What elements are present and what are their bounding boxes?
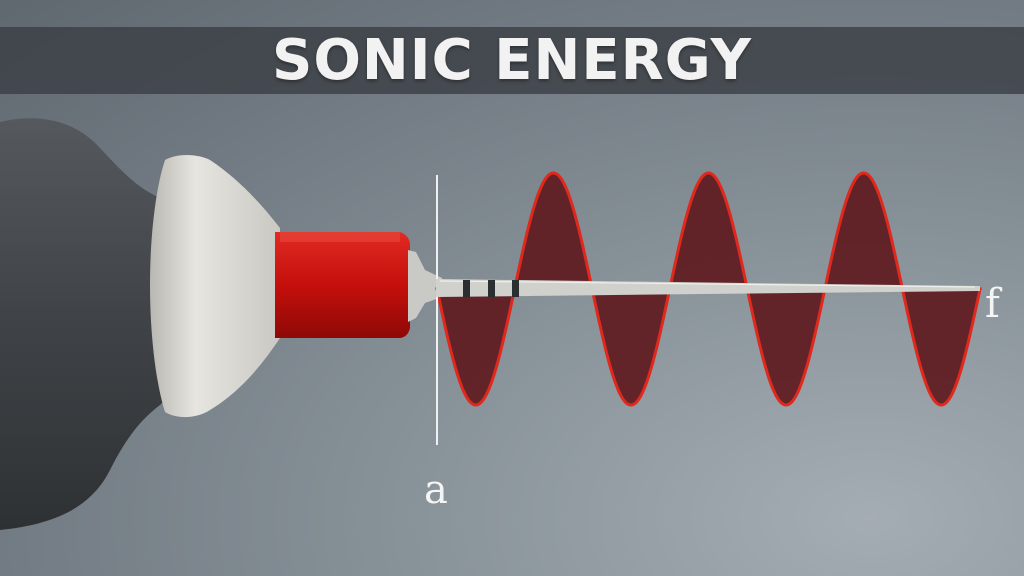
label-a: a (424, 467, 448, 513)
handpiece-body (0, 118, 175, 530)
red-tip-block (275, 232, 410, 338)
file-shaft-highlight (439, 280, 976, 288)
depth-mark (488, 280, 495, 297)
depth-mark (512, 280, 519, 297)
handpiece-cap (150, 155, 280, 418)
file-shaft (436, 279, 980, 297)
red-tip-top-face (280, 232, 400, 242)
title-text: SONIC ENERGY (271, 27, 752, 93)
file-neck (408, 250, 442, 322)
title-bar: SONIC ENERGY (0, 27, 1024, 94)
depth-mark (463, 280, 470, 297)
label-f: f (985, 281, 1000, 327)
